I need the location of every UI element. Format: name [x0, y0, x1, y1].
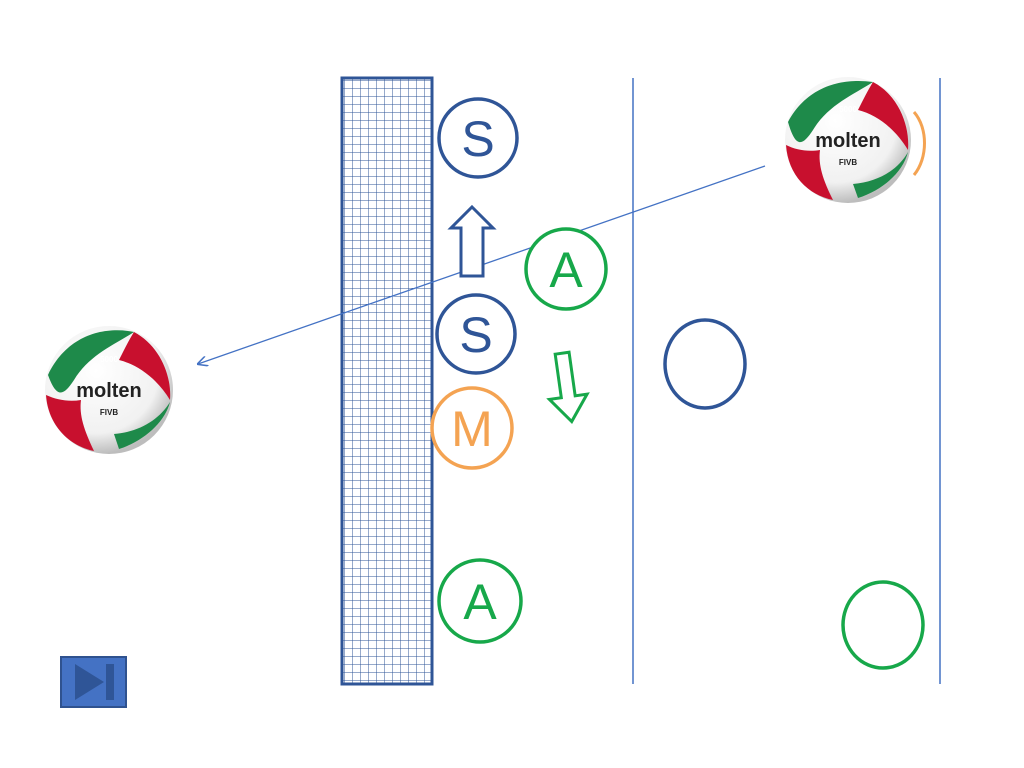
move-up-arrow	[447, 204, 497, 278]
volleyball-landing: molten 5000 FIVB	[45, 326, 173, 454]
player-setter-front: S	[437, 97, 519, 179]
ball-motion-mark	[912, 111, 926, 176]
player-label: A	[549, 242, 583, 298]
net	[340, 76, 434, 686]
player-label: S	[461, 111, 494, 167]
player-label: M	[451, 401, 493, 457]
player-attacker-back: A	[437, 558, 523, 644]
next-button[interactable]	[60, 656, 127, 708]
volleyball-serve: molten 5000 FIVB	[785, 77, 911, 203]
player-middle: M	[430, 386, 514, 470]
ball-brand: molten	[815, 130, 881, 152]
ball-model: 5000	[839, 105, 857, 114]
ball-brand: molten	[76, 380, 142, 402]
player-attacker-front: A	[524, 227, 608, 311]
ball-badge: FIVB	[839, 158, 857, 167]
skip-next-icon	[75, 664, 114, 700]
empty-position-green	[841, 580, 925, 670]
move-down-arrow	[546, 350, 590, 424]
player-label: A	[463, 574, 497, 630]
empty-position-blue	[663, 318, 747, 410]
ball-badge: FIVB	[100, 408, 118, 417]
player-setter: S	[435, 293, 517, 375]
ball-model: 5000	[100, 355, 118, 364]
player-label: S	[459, 307, 492, 363]
